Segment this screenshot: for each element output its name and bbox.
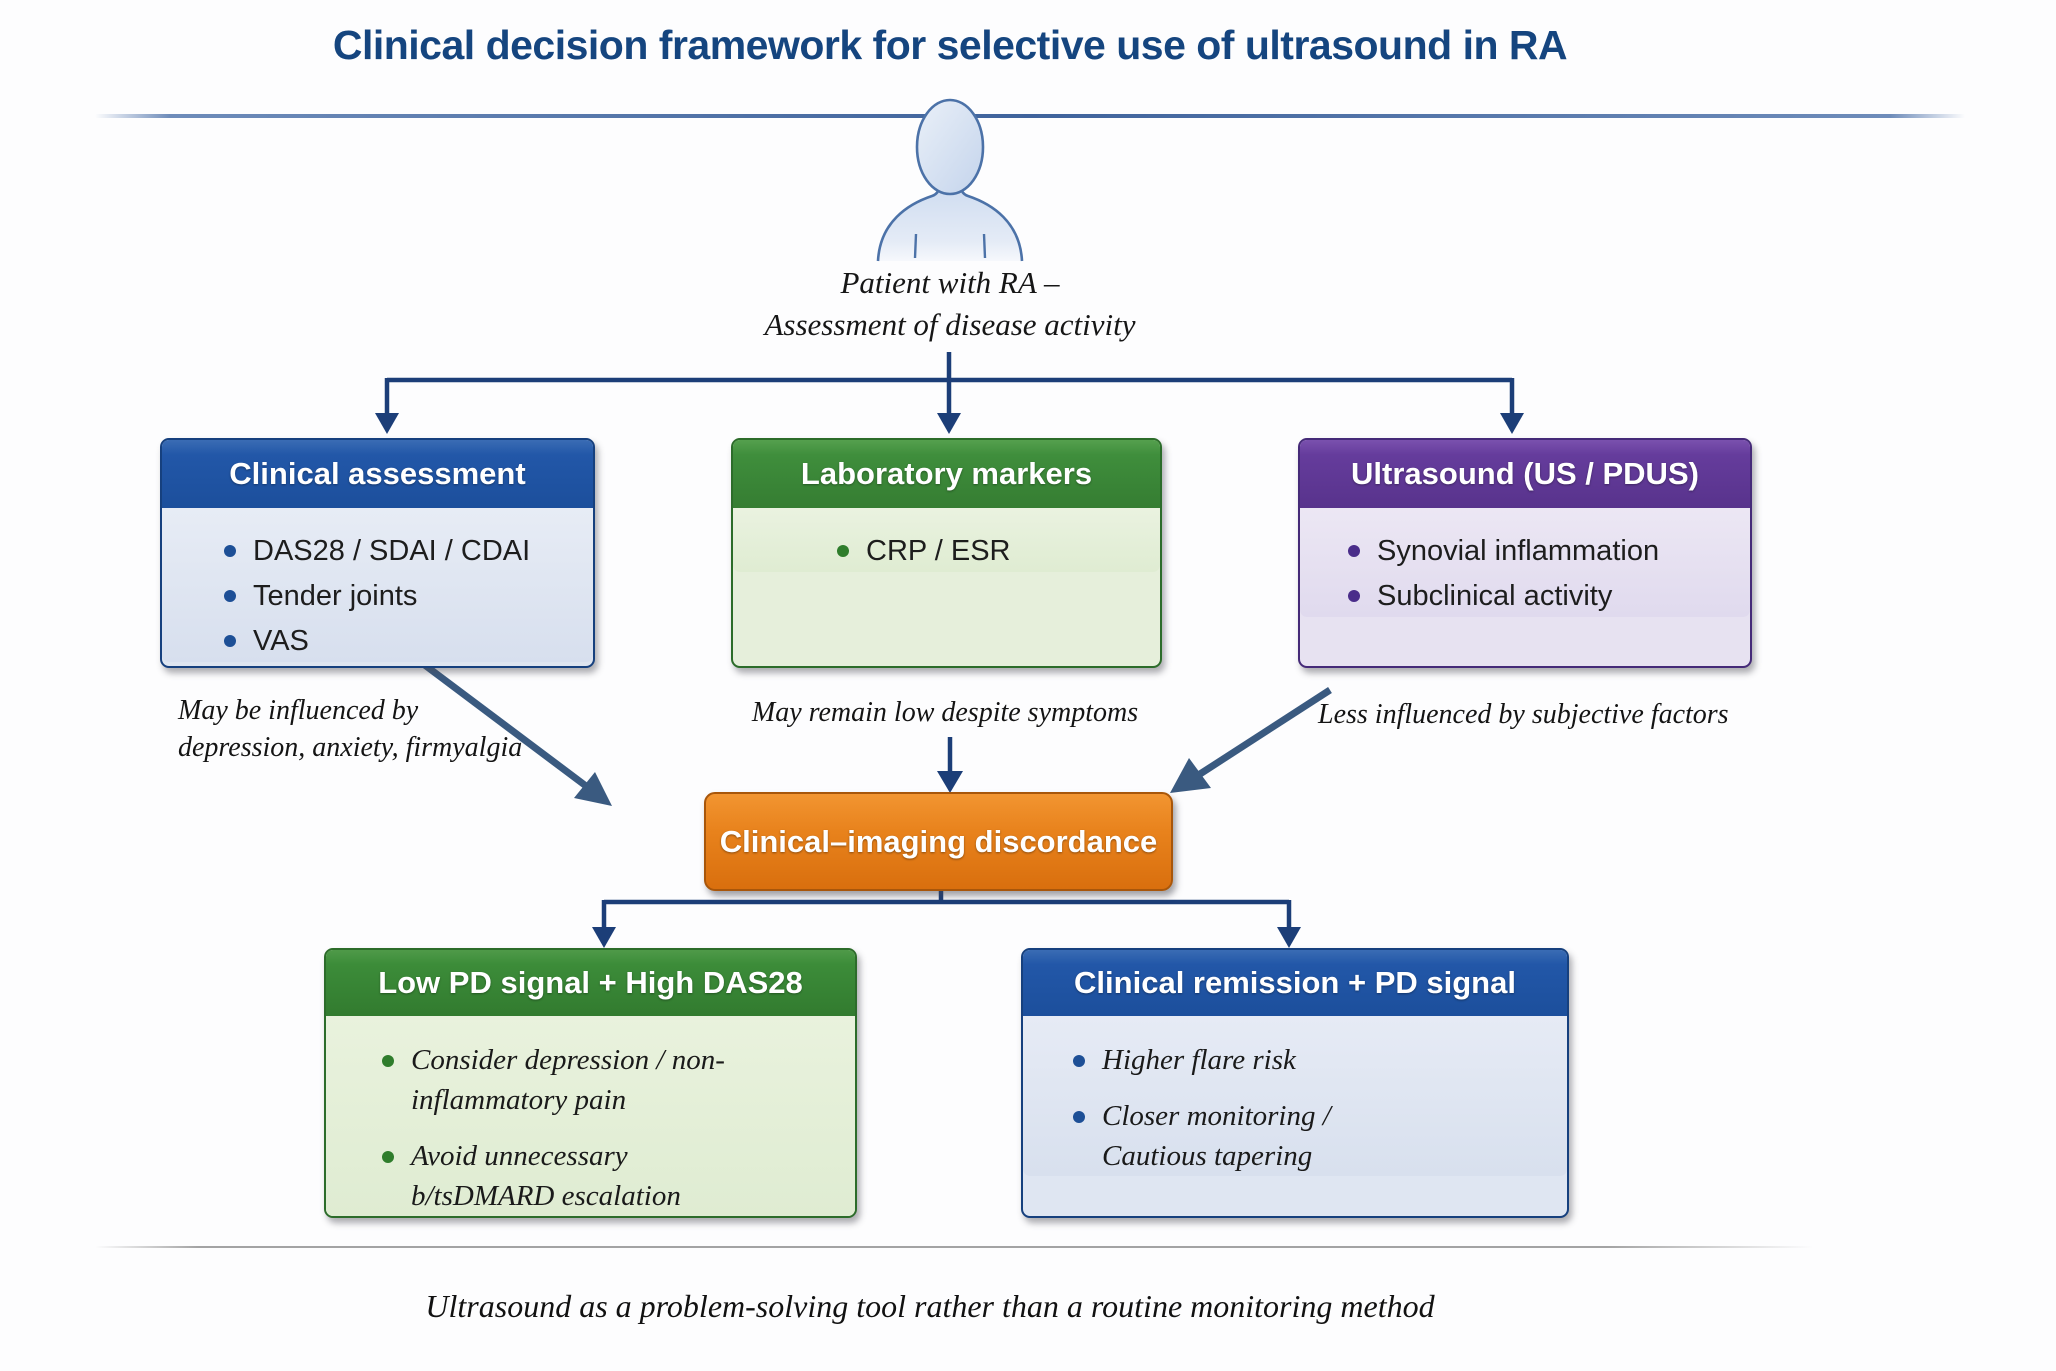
ultrasound-list: Synovial inflammation Subclinical activi…	[1348, 530, 1750, 617]
patient-icon	[876, 98, 1024, 262]
list-item: Consider depression / non-inflammatory p…	[382, 1040, 855, 1120]
list-item: DAS28 / SDAI / CDAI	[224, 530, 593, 572]
list-item: Subclinical activity	[1348, 575, 1750, 617]
laboratory-markers-box: Laboratory markers CRP / ESR	[731, 438, 1162, 668]
title-divider	[95, 114, 1965, 118]
clinical-assessment-box: Clinical assessment DAS28 / SDAI / CDAI …	[160, 438, 595, 668]
remission-pd-signal-box: Clinical remission + PD signal Higher fl…	[1021, 948, 1569, 1218]
footer-divider	[95, 1246, 1813, 1248]
bullet-icon	[382, 1055, 394, 1067]
remission-pd-signal-list: Higher flare risk Closer monitoring / Ca…	[1073, 1040, 1567, 1176]
bullet-icon	[224, 545, 236, 557]
laboratory-markers-header: Laboratory markers	[733, 440, 1160, 508]
note-line: Less influenced by subjective factors	[1318, 699, 1729, 730]
bullet-icon	[837, 545, 849, 557]
patient-caption-line1: Patient with RA –	[840, 265, 1060, 300]
list-item: Synovial inflammation	[1348, 530, 1750, 572]
laboratory-markers-note: May remain low despite symptoms	[0, 694, 1890, 731]
clinical-assessment-note: May be influenced by depression, anxiety…	[178, 692, 522, 766]
list-item: VAS	[224, 620, 593, 662]
clinical-assessment-list: DAS28 / SDAI / CDAI Tender joints VAS	[224, 530, 593, 662]
bullet-icon	[382, 1151, 394, 1163]
list-item: Tender joints	[224, 575, 593, 617]
list-item: Avoid unnecessary b/tsDMARD escalation	[382, 1136, 855, 1216]
ultrasound-header: Ultrasound (US / PDUS)	[1300, 440, 1750, 508]
footer-note: Ultrasound as a problem-solving tool rat…	[425, 1288, 1435, 1324]
bullet-icon	[1348, 590, 1360, 602]
note-line: May remain low despite symptoms	[751, 697, 1139, 728]
list-item: Closer monitoring / Cautious tapering	[1073, 1096, 1567, 1176]
bullet-icon	[1348, 545, 1360, 557]
low-pd-high-das28-box: Low PD signal + High DAS28 Consider depr…	[324, 948, 857, 1218]
page-title: Clinical decision framework for selectiv…	[332, 22, 1568, 68]
ultrasound-note: Less influenced by subjective factors	[1318, 696, 1729, 733]
patient-caption: Patient with RA – Assessment of disease …	[0, 262, 1900, 346]
bullet-icon	[1073, 1111, 1085, 1123]
note-line: depression, anxiety, firmyalgia	[178, 732, 523, 763]
low-pd-high-das28-list: Consider depression / non-inflammatory p…	[382, 1040, 855, 1216]
note-line: May be influenced by	[178, 695, 419, 726]
clinical-imaging-discordance-box: Clinical–imaging discordance	[704, 792, 1173, 891]
remission-pd-signal-header: Clinical remission + PD signal	[1023, 950, 1567, 1016]
bullet-icon	[1073, 1055, 1085, 1067]
discordance-label: Clinical–imaging discordance	[719, 823, 1158, 859]
clinical-assessment-header: Clinical assessment	[162, 440, 593, 508]
bullet-icon	[224, 590, 236, 602]
patient-caption-line2: Assessment of disease activity	[764, 307, 1136, 342]
low-pd-high-das28-header: Low PD signal + High DAS28	[326, 950, 855, 1016]
bullet-icon	[224, 635, 236, 647]
laboratory-markers-list: CRP / ESR	[837, 530, 1160, 572]
list-item: Higher flare risk	[1073, 1040, 1567, 1080]
ultrasound-box: Ultrasound (US / PDUS) Synovial inflamma…	[1298, 438, 1752, 668]
list-item: CRP / ESR	[837, 530, 1160, 572]
